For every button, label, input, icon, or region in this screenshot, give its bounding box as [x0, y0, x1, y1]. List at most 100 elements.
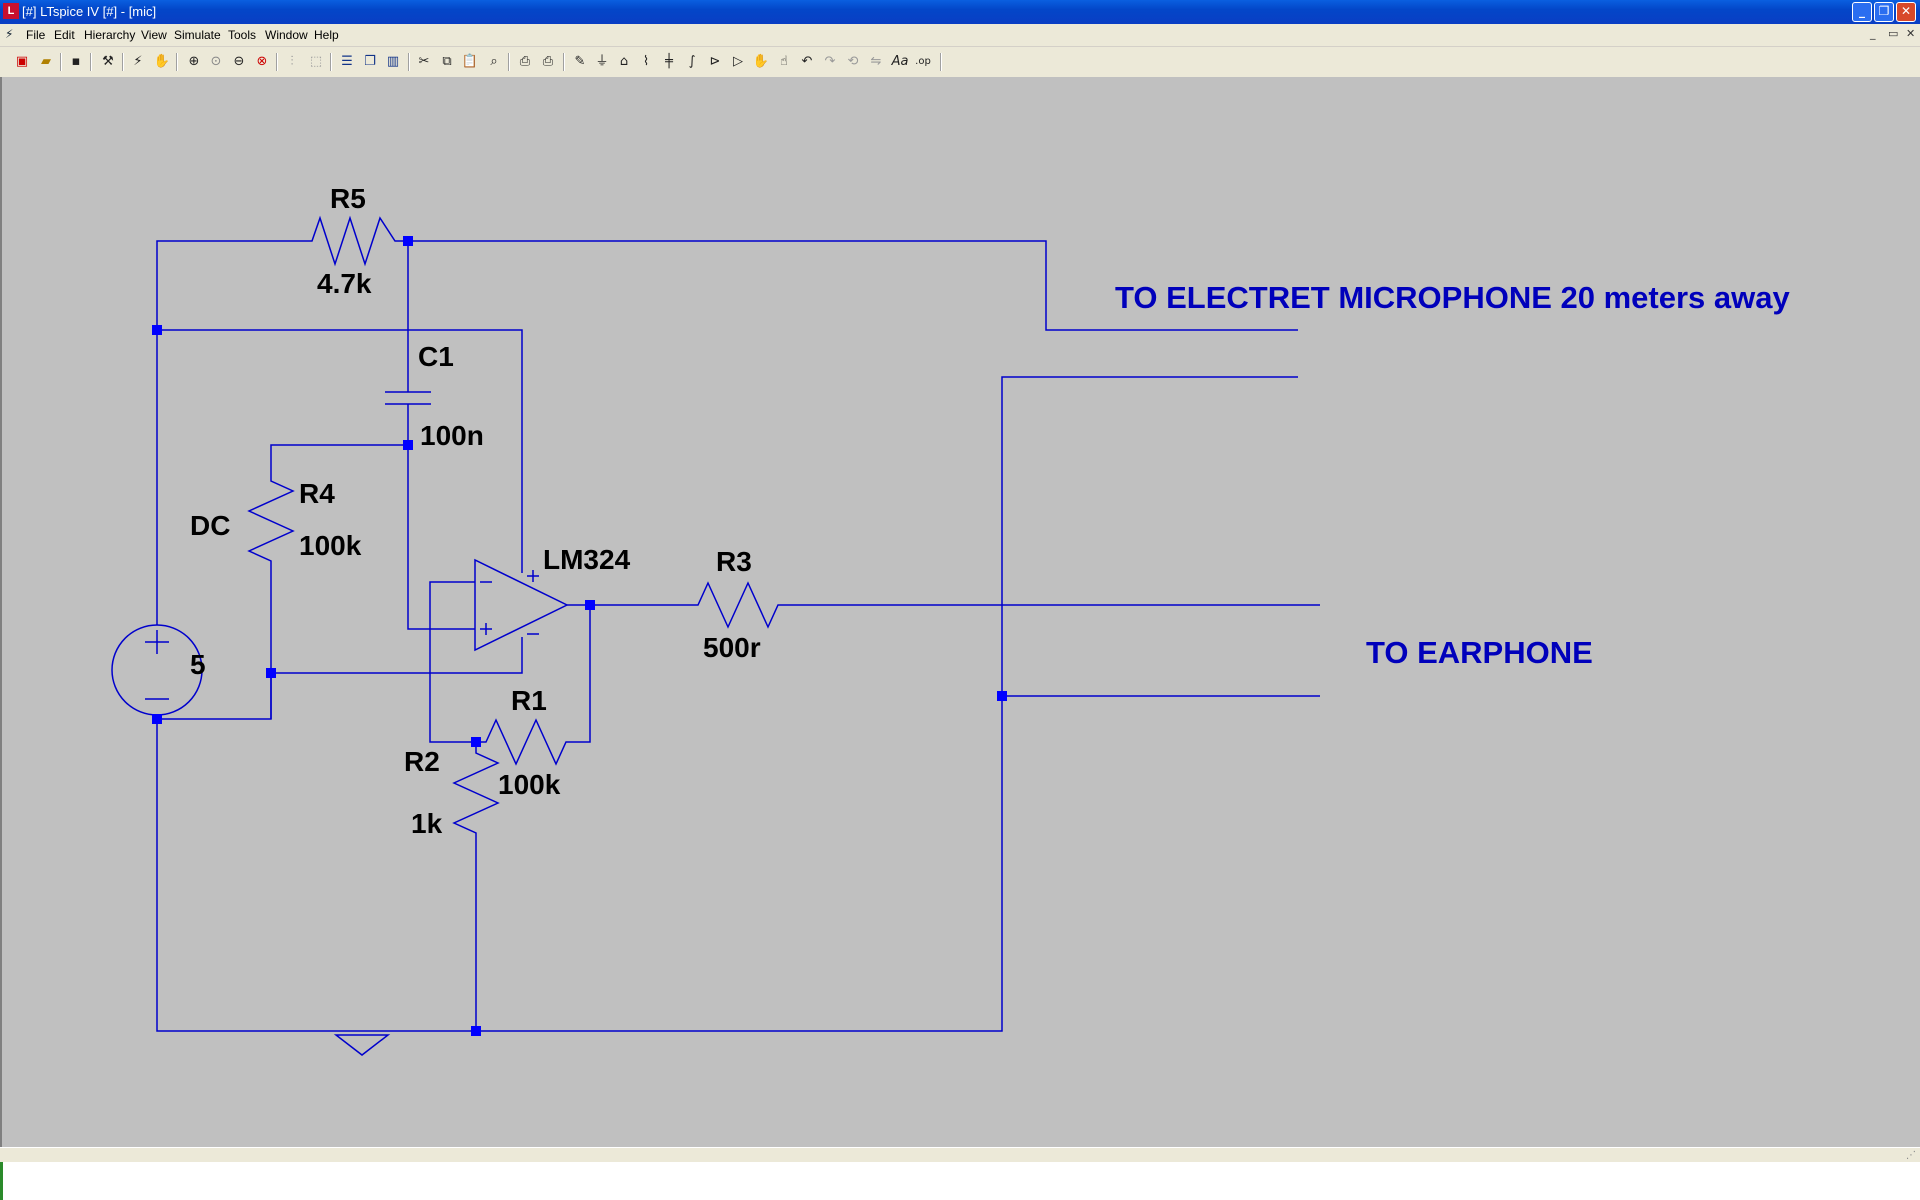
- mdi-minimize-button[interactable]: _: [1870, 27, 1876, 40]
- status-bar: ⋰: [0, 1147, 1920, 1163]
- zoom-full-icon[interactable]: ⬚: [309, 54, 323, 69]
- resistor-r1[interactable]: [476, 718, 578, 766]
- print-icon[interactable]: ⎙: [542, 54, 554, 69]
- ltspice-icon[interactable]: L: [3, 3, 19, 19]
- menu-edit[interactable]: Edit: [54, 28, 75, 42]
- open-icon[interactable]: ▰: [41, 54, 51, 69]
- wire-r5-mic[interactable]: [408, 240, 1298, 331]
- wire-dc-bottom[interactable]: [156, 376, 1298, 1032]
- menu-file[interactable]: File: [26, 28, 46, 42]
- junction-dot: [471, 1026, 481, 1036]
- resistor-icon[interactable]: ⌇: [642, 54, 650, 69]
- wire-dc-to-r4[interactable]: [157, 673, 272, 720]
- text-icon[interactable]: Aa: [891, 54, 909, 69]
- new-schematic-icon[interactable]: ▣: [15, 54, 29, 69]
- junction-dot: [152, 714, 162, 724]
- undo-icon[interactable]: ↶: [801, 54, 813, 69]
- title-bar: L [#] LTspice IV [#] - [mic] _ ❐ ✕: [0, 0, 1920, 24]
- mic-comment: TO ELECTRET MICROPHONE 20 meters away: [1115, 280, 1790, 315]
- taskbar: [0, 1162, 1920, 1200]
- junction-dot: [403, 236, 413, 246]
- ground-icon[interactable]: ⏚: [595, 54, 609, 69]
- wire-opamp-minus[interactable]: [429, 581, 475, 743]
- mirror-icon[interactable]: ⇋: [870, 54, 882, 69]
- capacitor-c1[interactable]: [385, 391, 431, 405]
- mdi-close-button[interactable]: ✕: [1906, 27, 1916, 40]
- zoom-fit-icon[interactable]: ⊙: [210, 54, 222, 69]
- autoscale-icon[interactable]: ⫶: [290, 54, 294, 69]
- wire-mic-top[interactable]: [156, 240, 304, 397]
- schematic-canvas[interactable]: R5 4.7k C1 100n R4 100k DC 5 LM324 R3 50…: [0, 77, 1920, 1147]
- menu-bar: ⚡ File Edit Hierarchy View Simulate Tool…: [0, 24, 1920, 47]
- menu-view[interactable]: View: [141, 28, 167, 42]
- cut-icon[interactable]: ✂: [418, 54, 430, 69]
- label-net-icon[interactable]: ⌂: [619, 54, 629, 69]
- resistor-r2[interactable]: [452, 742, 500, 845]
- ground-symbol[interactable]: [333, 1034, 391, 1056]
- save-icon[interactable]: ▪: [71, 54, 81, 69]
- cascade-icon[interactable]: ❐: [364, 54, 376, 69]
- copy-icon[interactable]: ⧉: [442, 54, 452, 69]
- zoom-out-icon[interactable]: ⊖: [233, 54, 245, 69]
- wire-opamp-vee[interactable]: [271, 637, 523, 674]
- component-icon[interactable]: ▷: [733, 54, 743, 69]
- move-icon[interactable]: ✋: [752, 54, 770, 69]
- print-setup-icon[interactable]: ⎙: [519, 54, 531, 69]
- paste-icon[interactable]: 📋: [461, 54, 479, 69]
- find-icon[interactable]: ⌕: [490, 54, 498, 69]
- dc-plus-sign: [145, 630, 169, 654]
- opamp-vcc-plus: [527, 570, 539, 582]
- menu-hierarchy[interactable]: Hierarchy: [84, 28, 136, 42]
- junction-dot: [471, 737, 481, 747]
- schematic-drawing[interactable]: R5 4.7k C1 100n R4 100k DC 5 LM324 R3 50…: [2, 77, 1920, 1147]
- control-panel-icon[interactable]: ⚒: [102, 54, 114, 69]
- dc-ref-label: DC: [190, 510, 230, 541]
- rotate-icon[interactable]: ⟲: [847, 54, 859, 69]
- wire-icon[interactable]: ✎: [574, 54, 586, 69]
- r2-value-label: 1k: [411, 808, 443, 839]
- wire-c1-bottom[interactable]: [407, 404, 475, 630]
- resistor-r3[interactable]: [692, 581, 788, 629]
- r4-value-label: 100k: [299, 530, 362, 561]
- minimize-button[interactable]: _: [1852, 2, 1872, 22]
- window-title: [#] LTspice IV [#] - [mic]: [22, 4, 157, 19]
- opamp-lm324[interactable]: [474, 558, 569, 652]
- r1-ref-label: R1: [511, 685, 547, 716]
- wire-vcc-rail[interactable]: [157, 329, 523, 573]
- junction-dot: [266, 668, 276, 678]
- start-button-edge[interactable]: [0, 1162, 3, 1200]
- document-icon[interactable]: ⚡: [5, 27, 14, 41]
- redo-icon[interactable]: ↷: [824, 54, 836, 69]
- restore-button[interactable]: ❐: [1874, 2, 1894, 22]
- tile-horizontal-icon[interactable]: ☰: [341, 54, 353, 69]
- r3-ref-label: R3: [716, 546, 752, 577]
- zoom-cancel-icon[interactable]: ⊗: [256, 54, 268, 69]
- capacitor-icon[interactable]: ╪: [665, 54, 673, 69]
- run-icon[interactable]: ⚡: [133, 54, 143, 69]
- tile-vertical-icon[interactable]: ▥: [386, 54, 400, 69]
- resistor-r4[interactable]: [247, 475, 295, 567]
- zoom-in-icon[interactable]: ⊕: [188, 54, 200, 69]
- wire-r1-right[interactable]: [578, 605, 591, 743]
- dc-value-label: 5: [190, 649, 206, 680]
- menu-simulate[interactable]: Simulate: [174, 28, 221, 42]
- menu-help[interactable]: Help: [314, 28, 339, 42]
- r3-value-label: 500r: [703, 632, 761, 663]
- resistor-r5[interactable]: [304, 215, 408, 267]
- menu-window[interactable]: Window: [265, 28, 308, 42]
- drag-icon[interactable]: ☝: [780, 54, 788, 69]
- halt-icon[interactable]: ✋: [153, 54, 171, 69]
- r5-ref-label: R5: [330, 183, 366, 214]
- menu-tools[interactable]: Tools: [228, 28, 257, 42]
- inductor-icon[interactable]: ∫: [688, 54, 696, 69]
- c1-value-label: 100n: [420, 420, 484, 451]
- wire-r4-top[interactable]: [270, 444, 408, 475]
- resize-grip-icon[interactable]: ⋰: [1906, 1150, 1916, 1161]
- mdi-restore-button[interactable]: ▭: [1888, 27, 1899, 40]
- junction-dot: [997, 691, 1007, 701]
- diode-icon[interactable]: ⊳: [709, 54, 721, 69]
- r2-ref-label: R2: [404, 746, 440, 777]
- r4-ref-label: R4: [299, 478, 335, 509]
- spice-directive-icon[interactable]: .op: [915, 56, 931, 67]
- close-button[interactable]: ✕: [1896, 2, 1916, 22]
